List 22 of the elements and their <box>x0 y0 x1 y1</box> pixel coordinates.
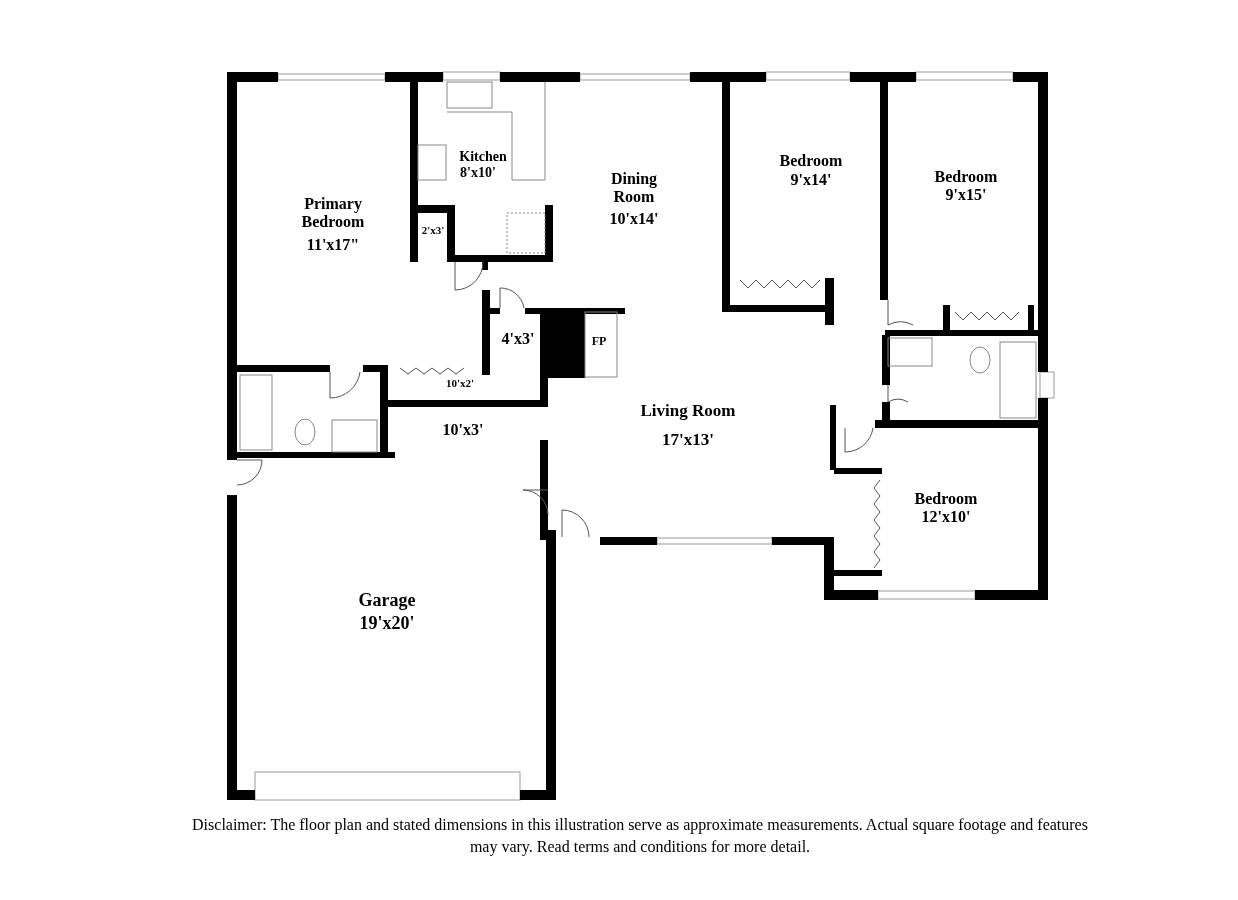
room-label: 12'x10' <box>920 508 972 526</box>
room-label: 4'x3' <box>500 330 536 348</box>
room-label: Kitchen <box>458 148 508 164</box>
room-label: 10'x2' <box>444 377 476 390</box>
disclaimer-text: Disclaimer: The floor plan and stated dimensions in this illustration serve as approximate measurements. Actual square footage and features may vary. Read terms and conditions for more detail. <box>191 815 1089 858</box>
room-label: 19'x20' <box>358 614 416 634</box>
room-label: Bedroom <box>778 152 844 170</box>
room-label: 17'x13' <box>661 430 715 450</box>
room-label: Bedroom <box>913 490 979 508</box>
room-label: 10'x3' <box>441 421 485 439</box>
room-label: 10'x14' <box>608 210 660 228</box>
room-label: 11'x17" <box>305 236 361 254</box>
room-label: 2'x3' <box>420 224 446 237</box>
room-label: 8'x10' <box>459 164 497 180</box>
room-label: Garage <box>357 591 417 611</box>
room-label: Living Room <box>639 401 737 421</box>
room-label: 9'x15' <box>944 186 988 204</box>
room-label: Dining Room <box>609 170 659 206</box>
room-label: Bedroom <box>933 168 999 186</box>
room-label: 9'x14' <box>789 171 833 189</box>
room-label: Primary Bedroom <box>300 195 366 231</box>
room-label: FP <box>590 334 608 348</box>
